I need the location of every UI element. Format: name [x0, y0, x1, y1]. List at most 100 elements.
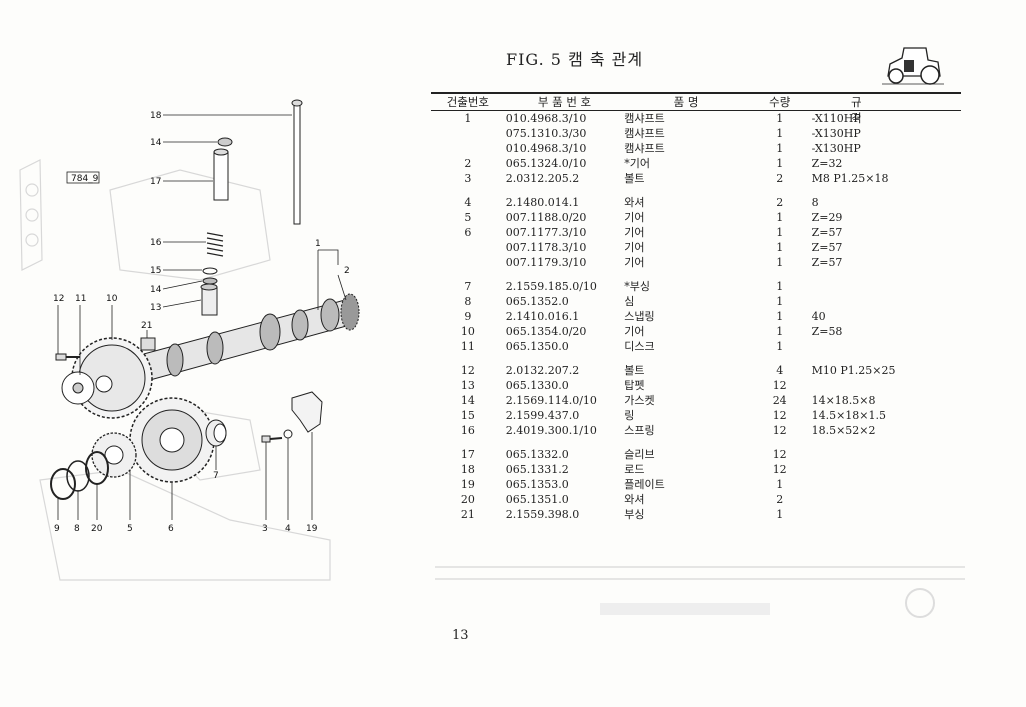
sleeve	[213, 148, 229, 201]
cell-ref-no: 3	[464, 172, 472, 185]
bleed-through-table	[435, 566, 965, 618]
cell-ref-no	[431, 240, 505, 255]
cell-part-no: 065.1324.0/10	[505, 157, 587, 170]
cell-part-name: *기어	[624, 157, 651, 170]
cell-spec: M8 P1.25×18	[811, 172, 889, 185]
cell-ref-no: 19	[460, 478, 475, 491]
cell-spec	[812, 477, 961, 492]
gear-6	[129, 397, 215, 483]
washer-4	[283, 429, 293, 439]
cell-spec: Z=29	[811, 211, 843, 224]
cell-part-name: 디스크	[624, 340, 655, 353]
cell-spec: M10 P1.25×25	[811, 364, 896, 377]
cell-part-no: 2.1480.014.1	[505, 196, 580, 209]
cell-ref-no: 20	[460, 493, 475, 506]
header-part-name: 품 명	[673, 95, 699, 109]
cell-qty: 2	[776, 172, 784, 185]
cell-qty: 1	[776, 142, 784, 155]
cell-ref-no: 21	[460, 508, 475, 521]
leader-lines	[57, 114, 347, 520]
bushing-7	[205, 419, 227, 447]
cell-part-no: 065.1330.0	[505, 379, 569, 392]
cell-ref-no: 13	[460, 379, 475, 392]
cell-qty: 1	[776, 127, 784, 140]
cell-part-name: 로드	[624, 463, 645, 476]
cell-part-no: 2.0312.205.2	[505, 172, 580, 185]
figure-title: FIG. 5 캠 축 관계	[506, 50, 644, 69]
cell-part-name: 스프링	[624, 424, 655, 437]
svg-text:14: 14	[150, 285, 162, 295]
cell-part-name: 캠샤프트	[624, 112, 665, 125]
cell-spec	[812, 378, 961, 393]
cell-qty: 1	[776, 295, 784, 308]
svg-text:10: 10	[106, 294, 118, 304]
cell-qty: 2	[776, 196, 784, 209]
cell-spec	[812, 462, 961, 477]
cell-part-name: 링	[624, 409, 635, 422]
header-spec: 규 격	[851, 95, 922, 125]
plate	[291, 391, 323, 433]
svg-text:13: 13	[150, 303, 161, 313]
cell-part-no: 2.1559.185.0/10	[505, 280, 597, 293]
cell-spec	[812, 492, 961, 507]
cell-spec: 40	[811, 310, 826, 323]
cell-part-name: 플레이트	[624, 478, 665, 491]
cell-part-name: 캠샤프트	[624, 142, 665, 155]
cell-ref-no: 11	[460, 340, 475, 353]
table-header: 건출번호 부 품 번 호 품 명 수량 규 격	[431, 92, 961, 125]
svg-text:5: 5	[127, 524, 133, 534]
cell-part-no: 075.1310.3/30	[505, 127, 587, 140]
page-number: 13	[452, 628, 469, 643]
cell-spec: -X110HP	[811, 112, 861, 125]
cell-part-no: 007.1178.3/10	[505, 241, 587, 254]
cell-part-no: 007.1177.3/10	[505, 226, 587, 239]
cell-ref-no: 14	[460, 394, 475, 407]
table-row: 075.1310.3/30 캠샤프트 1 -X130HP	[431, 126, 961, 141]
callout-numbers: 18 14 17 16 15 14 13 12 11 10 21 1 2 7 9…	[53, 111, 350, 534]
cell-part-name: 기어	[624, 241, 645, 254]
cell-ref-no: 10	[460, 325, 475, 338]
cell-part-name: 캠샤프트	[624, 127, 665, 140]
svg-text:6: 6	[168, 524, 174, 534]
svg-text:2: 2	[344, 266, 350, 276]
cell-part-name: 심	[624, 295, 635, 308]
ring	[202, 267, 218, 275]
cell-part-name: 스냅링	[624, 310, 655, 323]
cell-qty: 1	[776, 478, 784, 491]
camshaft	[139, 293, 360, 381]
cell-spec	[812, 507, 961, 522]
cell-spec	[812, 279, 961, 294]
gear-5	[91, 432, 137, 478]
cell-spec	[812, 447, 961, 462]
cell-part-no: 065.1350.0	[505, 340, 569, 353]
svg-text:21: 21	[141, 321, 152, 331]
cell-ref-no: 18	[460, 463, 475, 476]
cell-qty: 1	[776, 325, 784, 338]
cell-spec: 18.5×52×2	[811, 424, 876, 437]
cell-part-name: *부싱	[624, 280, 651, 293]
cell-spec: Z=57	[811, 226, 843, 239]
bolt-3	[261, 435, 283, 443]
camshaft-exploded-diagram: 784_9	[19, 99, 360, 581]
cell-part-name: 부싱	[624, 508, 645, 521]
cell-spec: Z=32	[811, 157, 843, 170]
svg-text:17: 17	[150, 177, 161, 187]
cell-part-name: 기어	[624, 325, 645, 338]
cell-qty: 1	[776, 112, 784, 125]
cell-part-name: 탑펫	[624, 379, 645, 392]
cell-spec: -X130HP	[811, 127, 861, 140]
push-rod	[291, 99, 303, 225]
header-qty: 수량	[769, 95, 791, 109]
cell-qty: 1	[776, 310, 784, 323]
cell-qty: 2	[776, 493, 784, 506]
